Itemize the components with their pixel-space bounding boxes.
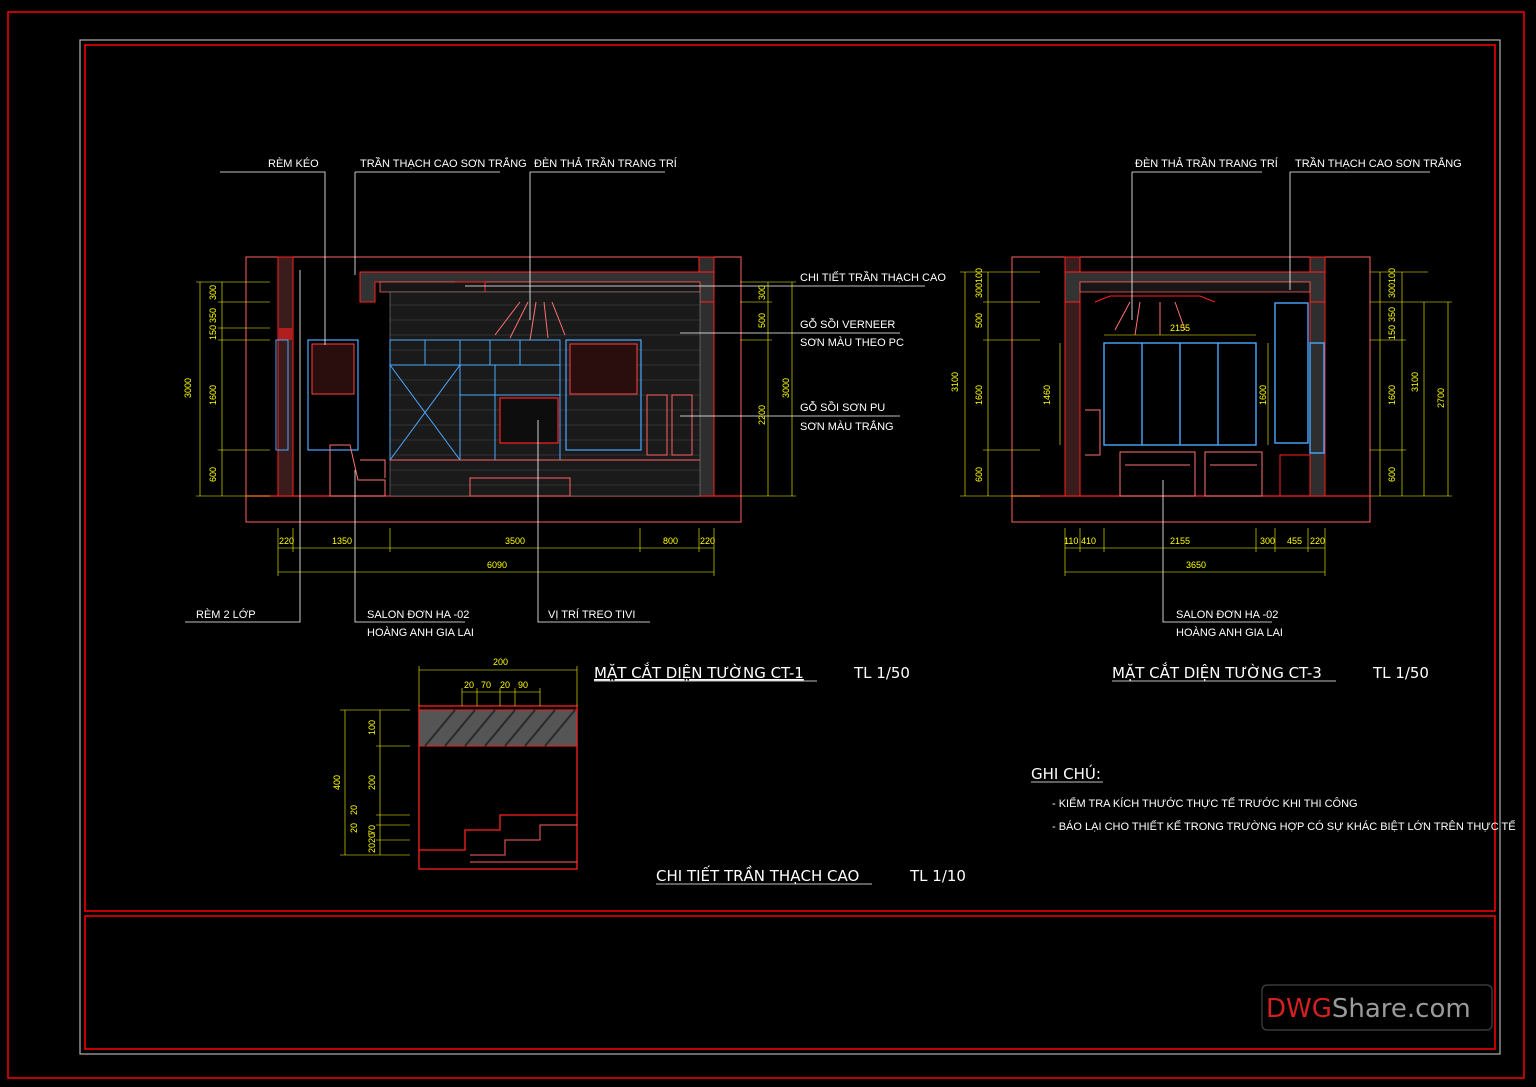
- dim-ct1-b1350: 1350: [332, 536, 352, 546]
- outer-frame: [7, 11, 1525, 1079]
- dim-ct3-b455: 455: [1287, 536, 1302, 546]
- dim-ct1-r300: 300: [757, 285, 767, 300]
- title-detail: CHI TIẾT TRẦN THẠCH CAO: [656, 864, 859, 885]
- dim-ct1-r500: 500: [757, 313, 767, 328]
- dim-detail-l20b: 20: [349, 823, 359, 833]
- dim-detail-90: 90: [518, 680, 528, 690]
- label-son-mau-pc: SƠN MÀU THEO PC: [800, 336, 904, 349]
- dim-ct3-b220: 220: [1310, 536, 1325, 546]
- dim-detail-20b: 20: [500, 680, 510, 690]
- dim-detail-l70: 70: [367, 825, 377, 835]
- label-vi-tri-tivi: VỊ TRÍ TREO TIVI: [548, 608, 635, 621]
- dim-ct1-150: 150: [208, 325, 218, 340]
- label-son-mau-trang: SƠN MÀU TRẮNG: [800, 420, 894, 433]
- dim-ct3-b300: 300: [1260, 536, 1275, 546]
- dim-ct3-3100-left: 3100: [950, 372, 960, 392]
- ct3-leaders: [1131, 171, 1430, 623]
- title-ct1-scale: TL 1/50: [853, 664, 910, 682]
- dim-ct1-b3500: 3500: [505, 536, 525, 546]
- dim-ct1-b6090: 6090: [487, 560, 507, 570]
- dim-detail-400: 400: [332, 775, 342, 790]
- label-rem-2-lop: RÈM 2 LỚP: [196, 608, 256, 621]
- dim-detail-100: 100: [367, 720, 377, 735]
- dim-ct3-b3650: 3650: [1186, 560, 1206, 570]
- elevation-ct3: [1011, 256, 1371, 523]
- title-detail-scale: TL 1/10: [909, 867, 966, 885]
- dim-detail-20a: 20: [464, 680, 474, 690]
- label-salon-1: SALON ĐƠN HA -02: [367, 609, 469, 621]
- dim-ct1-b800: 800: [663, 536, 678, 546]
- dim-ct3-l1600: 1600: [974, 385, 984, 405]
- inner-frame: [84, 44, 1496, 912]
- ct1-leaders: [185, 171, 925, 623]
- dim-detail-200: 200: [493, 657, 508, 667]
- dim-ct1-600: 600: [208, 467, 218, 482]
- label-go-soi-verneer: GỖ SỒI VERNEER: [800, 318, 895, 331]
- elevation-ct1: [245, 256, 742, 523]
- dim-ct3-in2155: 2155: [1170, 323, 1190, 333]
- dim-ct1-350: 350: [208, 308, 218, 323]
- label-tran-thach-cao-2: TRẦN THẠCH CAO SƠN TRẮNG: [1295, 157, 1462, 170]
- dim-ct3-b110: 110: [1064, 536, 1078, 546]
- dim-ct3-r1600: 1600: [1387, 385, 1397, 405]
- dim-ct3-r2700: 2700: [1436, 388, 1446, 408]
- dim-detail-l200: 200: [367, 775, 377, 790]
- label-rem-keo: RÈM KÉO: [268, 157, 319, 170]
- watermark-logo: DWGShare.com: [1261, 984, 1493, 1031]
- dim-ct1-300: 300: [208, 285, 218, 300]
- detail-dimensions: [340, 666, 578, 856]
- dim-ct3-b2155: 2155: [1170, 536, 1190, 546]
- notes-line-1: - KIỂM TRA KÍCH THƯỚC THỰC TẾ TRƯỚC KHI …: [1052, 797, 1358, 810]
- notes-heading: GHI CHÚ:: [1031, 764, 1101, 783]
- dim-ct3-r150: 150: [1387, 325, 1397, 340]
- dim-ct3-in1600: 1600: [1258, 385, 1268, 405]
- label-tran-thach-cao-1: TRẦN THẠCH CAO SƠN TRẮNG: [360, 157, 527, 170]
- dim-ct3-l300: 300: [974, 283, 984, 298]
- label-chi-tiet-tran: CHI TIẾT TRẦN THẠCH CAO: [800, 271, 946, 284]
- title-block: [84, 915, 1496, 1050]
- dim-ct3-in1460: 1460: [1042, 385, 1052, 405]
- dim-detail-70: 70: [481, 680, 491, 690]
- ct1-dimensions: [196, 281, 796, 576]
- label-den-tha-1: ĐÈN THẢ TRẦN TRANG TRÍ: [534, 157, 678, 170]
- notes-line-2: - BÁO LẠI CHO THIẾT KẾ TRONG TRƯỜNG HỢP …: [1052, 820, 1516, 833]
- dim-detail-l2020: 2020: [367, 833, 377, 853]
- label-hoang-anh-2: HOÀNG ANH GIA LAI: [1176, 626, 1283, 639]
- dim-ct3-r300: 300: [1387, 283, 1397, 298]
- dim-ct3-r100: 100: [1387, 268, 1397, 283]
- dim-ct3-r350: 350: [1387, 307, 1397, 322]
- dim-ct1-1600: 1600: [208, 385, 218, 405]
- label-hoang-anh-1: HOÀNG ANH GIA LAI: [367, 626, 474, 639]
- dim-ct3-r3100: 3100: [1410, 372, 1420, 392]
- dim-ct1-b220a: 220: [279, 536, 294, 546]
- title-ct3: MẶT CẮT DIỆN TƯỜNG CT-3: [1112, 661, 1322, 682]
- ct3-dimensions: [960, 271, 1452, 576]
- dim-ct1-3000-left: 3000: [183, 378, 193, 398]
- watermark-dwg: DWG: [1266, 994, 1332, 1024]
- label-salon-2: SALON ĐƠN HA -02: [1176, 609, 1278, 621]
- watermark-share: Share.com: [1332, 994, 1471, 1024]
- label-go-soi-son-pu: GỖ SỒI SƠN PU: [800, 401, 885, 414]
- title-ct3-scale: TL 1/50: [1372, 664, 1429, 682]
- dim-ct3-l100: 100: [974, 268, 984, 283]
- dim-ct3-l600: 600: [974, 467, 984, 482]
- ceiling-detail: [418, 705, 578, 870]
- dim-ct1-b220b: 220: [700, 536, 715, 546]
- svg-text:DWGShare.com: DWGShare.com: [1266, 994, 1471, 1024]
- dim-ct3-r600: 600: [1387, 467, 1397, 482]
- dim-ct1-r3000: 3000: [781, 378, 791, 398]
- label-den-tha-2: ĐÈN THẢ TRẦN TRANG TRÍ: [1135, 157, 1279, 170]
- border-frame: [79, 39, 1501, 1055]
- dim-ct1-r2200: 2200: [757, 405, 767, 425]
- dim-ct3-b410: 410: [1081, 536, 1096, 546]
- dim-detail-l20a: 20: [349, 805, 359, 815]
- title-ct1: MẶT CẮT DIỆN TƯỜNG CT-1: [594, 661, 804, 682]
- dim-ct3-l500: 500: [974, 313, 984, 328]
